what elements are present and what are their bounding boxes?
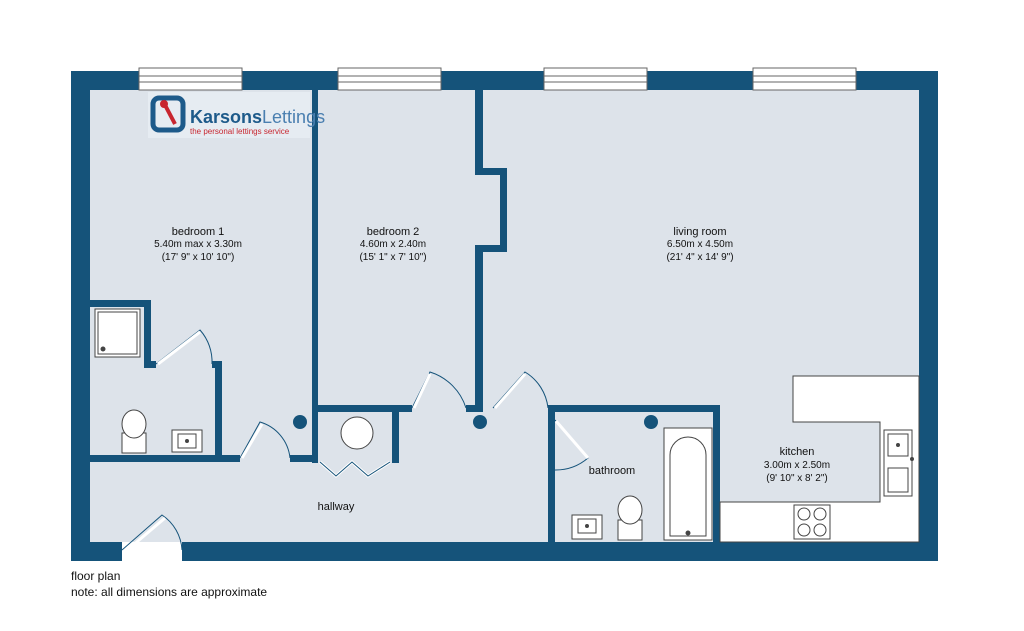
window-bedroom-2	[337, 67, 442, 91]
door-entrance	[121, 514, 183, 554]
pillars	[293, 415, 658, 429]
room-labels: bedroom 1 5.40m max x 3.30m (17' 9" x 10…	[154, 226, 830, 513]
bathtub	[663, 427, 713, 541]
internal-walls	[90, 90, 720, 542]
door-wardrobe	[319, 460, 391, 478]
hob	[793, 504, 831, 540]
door-bathroom	[554, 419, 590, 471]
karsons-lettings-logo: KarsonsLettings the personal lettings se…	[148, 92, 325, 138]
room-dimensions-metric: 3.00m x 2.50m	[764, 460, 830, 471]
room-dimensions-metric: 4.60m x 2.40m	[360, 239, 426, 250]
window-living-2	[752, 67, 857, 91]
logo-brand-part2: Lettings	[262, 107, 325, 127]
label-living-room: living room 6.50m x 4.50m (21' 4" x 14' …	[666, 226, 733, 263]
window-bedroom-1	[138, 67, 243, 91]
shower-tray	[94, 308, 141, 358]
room-dimensions-imperial: (9' 10" x 8' 2")	[766, 473, 828, 484]
room-name: bathroom	[589, 465, 635, 477]
room-dimensions-imperial: (17' 9" x 10' 10")	[162, 252, 235, 263]
window-living-1	[543, 67, 648, 91]
label-bedroom-1: bedroom 1 5.40m max x 3.30m (17' 9" x 10…	[154, 226, 242, 263]
floor-area	[90, 90, 919, 542]
basin-ensuite	[171, 429, 203, 453]
outer-walls	[71, 71, 938, 561]
room-dimensions-metric: 6.50m x 4.50m	[667, 239, 733, 250]
label-bedroom-2: bedroom 2 4.60m x 2.40m (15' 1" x 7' 10"…	[359, 226, 426, 263]
windows	[138, 67, 857, 91]
room-dimensions-imperial: (21' 4" x 14' 9")	[666, 252, 733, 263]
dimensions-note: note: all dimensions are approximate	[71, 585, 268, 599]
toilet-ensuite	[121, 409, 147, 454]
label-bathroom: bathroom	[589, 465, 635, 477]
room-name: bedroom 2	[367, 226, 420, 238]
door-living-room	[492, 371, 549, 409]
kitchen-counter	[719, 375, 920, 543]
fixtures	[94, 308, 920, 543]
logo-brand-part1: Karsons	[190, 107, 262, 127]
label-kitchen: kitchen 3.00m x 2.50m (9' 10" x 8' 2")	[764, 446, 830, 484]
door-bedroom-1	[239, 421, 291, 459]
room-name: hallway	[318, 501, 355, 513]
logo-tagline: the personal lettings service	[190, 127, 290, 136]
doors	[121, 329, 590, 554]
room-dimensions-metric: 5.40m max x 3.30m	[154, 239, 242, 250]
room-dimensions-imperial: (15' 1" x 7' 10")	[359, 252, 426, 263]
room-name: kitchen	[780, 446, 815, 458]
door-bedroom-2	[411, 371, 467, 409]
toilet-bathroom	[617, 495, 643, 541]
kitchen-sink	[883, 429, 914, 497]
door-ensuite	[155, 329, 213, 366]
basin-bathroom	[571, 514, 603, 540]
room-name: living room	[673, 226, 726, 238]
room-name: bedroom 1	[172, 226, 225, 238]
label-hallway: hallway	[318, 501, 355, 513]
floor-plan-title: floor plan	[71, 569, 121, 583]
hallway-cupboard-boiler	[340, 416, 374, 450]
svg-text:KarsonsLettings: KarsonsLettings	[190, 107, 325, 127]
